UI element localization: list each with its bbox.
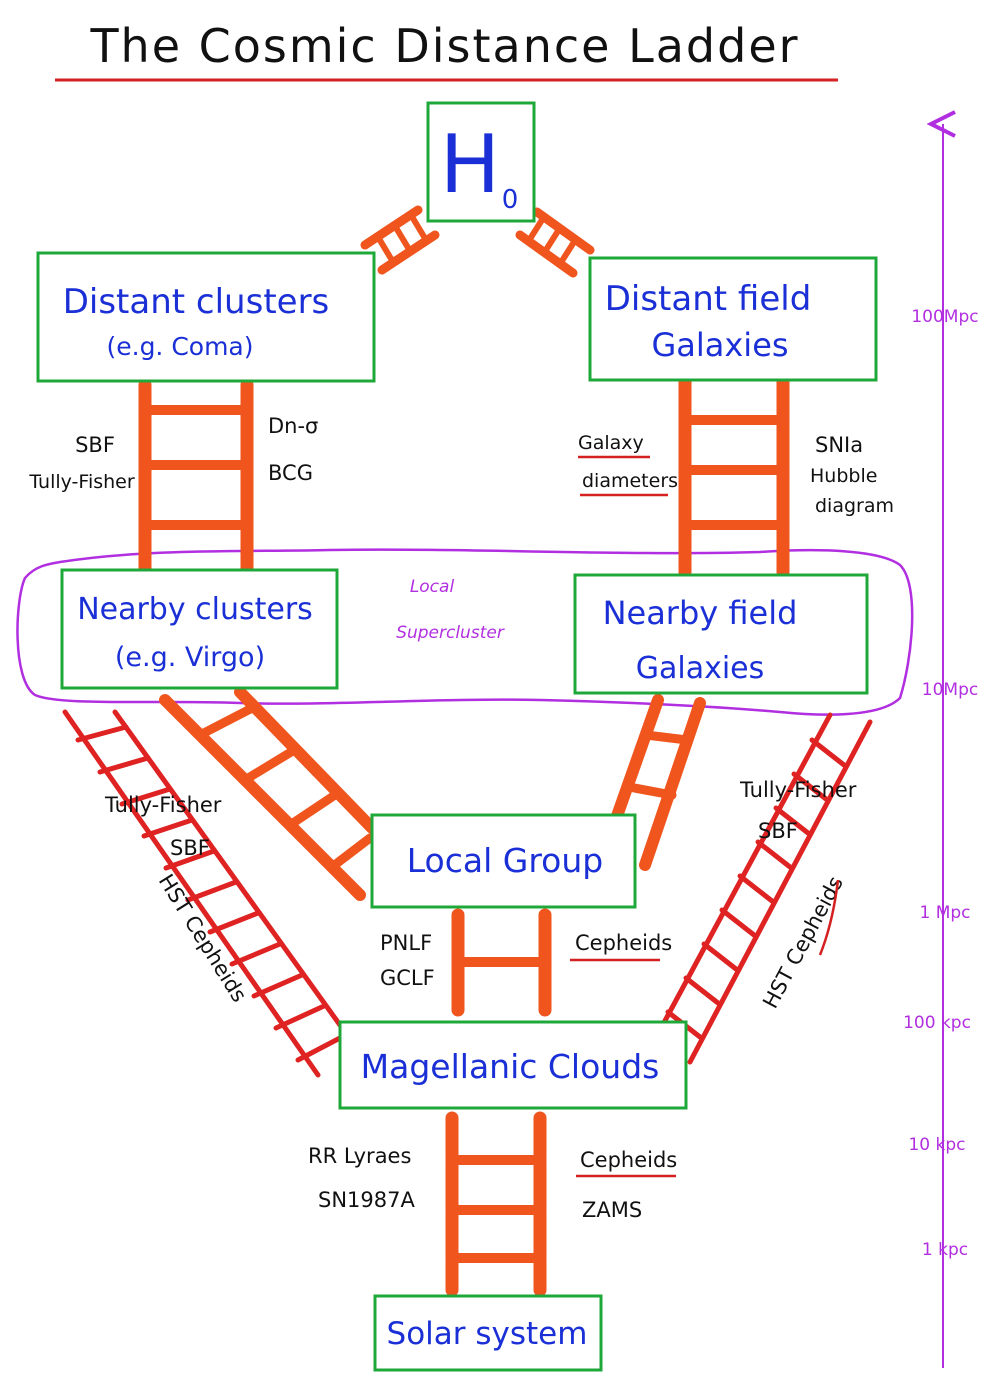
- right-hst-label: HST Cepheids: [758, 872, 848, 1012]
- scale-tick-10kpc: 10 kpc: [908, 1135, 965, 1155]
- distant-field-title: Distant field: [605, 279, 812, 319]
- nearby-clusters-example: (e.g. Virgo): [115, 642, 265, 673]
- ladder-h0-right: [515, 207, 595, 278]
- df-right-label-2: Hubble: [810, 465, 877, 487]
- nearby-field-title: Nearby field: [603, 594, 798, 632]
- left-hst-label: HST Cepheids: [154, 870, 252, 1006]
- dc-right-label-2: BCG: [268, 461, 313, 485]
- scale-tick-100kpc: 100 kpc: [903, 1013, 971, 1033]
- box-nearby-field: Nearby field Galaxies: [573, 573, 869, 695]
- ladder-mc-solar: [445, 1111, 547, 1297]
- box-distant-field: Distant field Galaxies: [588, 256, 878, 382]
- ladder-df-nf: [678, 375, 790, 579]
- box-solar-system: Solar system: [373, 1294, 603, 1372]
- distant-clusters-example: (e.g. Coma): [106, 332, 253, 361]
- box-nearby-clusters: Nearby clusters (e.g. Virgo): [60, 568, 339, 690]
- right-diag-label-1: Tully-Fisher: [739, 778, 857, 802]
- right-hst-underline: [818, 879, 840, 956]
- left-diag-label-1: Tully-Fisher: [104, 793, 222, 817]
- box-magellanic-clouds: Magellanic Clouds: [338, 1020, 688, 1110]
- box-h0: H 0: [426, 101, 536, 223]
- supercluster-label-2: Supercluster: [396, 623, 505, 643]
- mc-left-label-2: SN1987A: [318, 1188, 415, 1212]
- local-group-title: Local Group: [407, 841, 604, 880]
- supercluster-label-1: Local: [410, 577, 455, 597]
- h0-label: H: [440, 118, 500, 211]
- ladder-h0-left: [360, 205, 440, 275]
- lg-left-label-1: PNLF: [380, 931, 432, 955]
- lg-left-label-2: GCLF: [380, 966, 435, 990]
- h0-subscript: 0: [502, 185, 519, 215]
- ladder-nc-lg: [159, 686, 378, 901]
- lg-right-label: Cepheids: [575, 931, 672, 955]
- box-distant-clusters: Distant clusters (e.g. Coma): [36, 251, 376, 383]
- local-supercluster-outline: [16, 548, 914, 716]
- mc-left-label-1: RR Lyraes: [308, 1144, 411, 1168]
- ladder-left-hst: [62, 709, 348, 1078]
- df-left-label-1: Galaxy: [578, 432, 644, 454]
- mc-right-label-1: Cepheids: [580, 1148, 677, 1172]
- dc-right-label-1: Dn-σ: [268, 414, 318, 438]
- nearby-clusters-title: Nearby clusters: [77, 592, 313, 627]
- ladder-lg-mc: [451, 908, 552, 1017]
- solar-system-title: Solar system: [387, 1316, 588, 1352]
- distant-clusters-title: Distant clusters: [63, 282, 330, 322]
- box-local-group: Local Group: [370, 813, 637, 909]
- df-right-label-1: SNIa: [815, 433, 863, 457]
- nearby-field-subtitle: Galaxies: [636, 651, 765, 686]
- df-left-label-2: diameters: [582, 470, 678, 492]
- ladder-dc-nc: [138, 378, 254, 577]
- ladder-right-hst: [657, 712, 873, 1065]
- right-diag-label-2: SBF: [758, 819, 798, 843]
- left-diag-label-2: SBF: [170, 836, 210, 860]
- dc-left-label-1: SBF: [75, 433, 115, 457]
- df-right-label-3: diagram: [815, 495, 894, 517]
- scale-tick-1mpc: 1 Mpc: [919, 903, 970, 923]
- magellanic-title: Magellanic Clouds: [361, 1047, 660, 1086]
- distant-field-subtitle: Galaxies: [651, 326, 788, 364]
- dc-left-label-2: Tully-Fisher: [28, 471, 135, 493]
- scale-tick-10mpc: 10Mpc: [922, 680, 978, 700]
- scale-tick-100mpc: 100Mpc: [911, 307, 978, 327]
- page-title: The Cosmic Distance Ladder: [89, 19, 799, 73]
- scale-tick-1kpc: 1 kpc: [922, 1240, 968, 1260]
- mc-right-label-2: ZAMS: [582, 1198, 642, 1222]
